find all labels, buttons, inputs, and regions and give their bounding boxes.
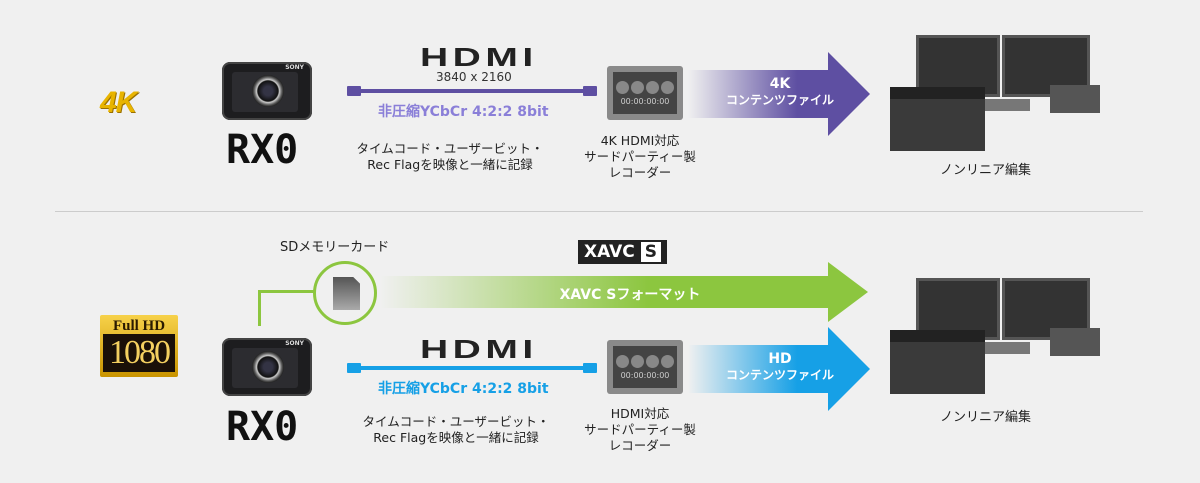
cable-plug-right — [583, 86, 597, 96]
xavc-arrow-label: XAVC Sフォーマット — [559, 287, 701, 303]
camera-brand: SONY — [285, 64, 304, 71]
timecode-caption: タイムコード・ユーザービット・Rec Flagを映像と一緒に記録 — [356, 141, 544, 172]
cable-plug-left — [347, 363, 361, 373]
hdmi-logo: HDMI — [420, 334, 538, 364]
connector-line — [258, 290, 261, 326]
editing-label: ノンリニア編集 — [940, 410, 1032, 425]
editing-workstation-icon — [890, 278, 1102, 398]
signal-spec: 非圧縮YCbCr 4:2:2 8bit — [378, 381, 549, 397]
editing-workstation-icon — [890, 35, 1102, 155]
recorder-timecode: 00:00:00:00 — [620, 370, 670, 380]
xavc-arrow — [380, 262, 868, 322]
camera-icon: SONY — [222, 62, 312, 120]
camera-icon: SONY — [222, 338, 312, 396]
sd-card-label: SDメモリーカード — [280, 240, 390, 255]
cable-plug-right — [583, 363, 597, 373]
camera-name: RX0 — [226, 404, 299, 450]
connector-line — [258, 290, 314, 293]
camera-brand: SONY — [285, 340, 304, 347]
camera-name: RX0 — [226, 127, 299, 173]
timecode-caption: タイムコード・ユーザービット・Rec Flagを映像と一緒に記録 — [362, 414, 550, 445]
recorder-icon: 00:00:00:00 — [607, 340, 683, 394]
hdmi-cable — [361, 366, 583, 370]
hdmi-cable — [361, 89, 583, 93]
resolution-label: 3840 x 2160 — [436, 70, 512, 84]
recorder-label: 4K HDMI対応サードパーティー製レコーダー — [584, 133, 696, 180]
4k-badge: 4K — [100, 86, 137, 119]
hdmi-logo: HDMI — [420, 42, 538, 72]
recorder-icon: 00:00:00:00 — [607, 66, 683, 120]
section-divider — [55, 211, 1143, 212]
signal-spec: 非圧縮YCbCr 4:2:2 8bit — [378, 104, 549, 120]
sd-card-icon — [313, 261, 377, 325]
recorder-timecode: 00:00:00:00 — [620, 96, 670, 106]
hd-content-arrow — [688, 327, 870, 411]
editing-label: ノンリニア編集 — [940, 163, 1032, 178]
cable-plug-left — [347, 86, 361, 96]
4k-content-arrow — [688, 52, 870, 136]
recorder-label: HDMI対応サードパーティー製レコーダー — [584, 406, 696, 453]
